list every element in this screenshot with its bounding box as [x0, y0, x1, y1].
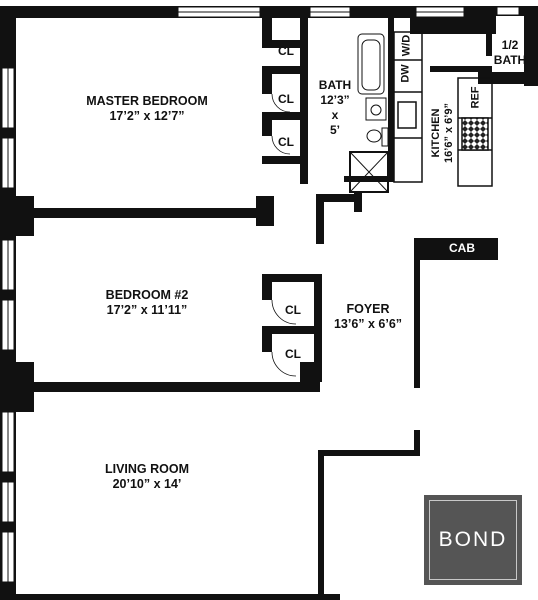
- closet-label: CL: [278, 135, 294, 149]
- refrigerator-label: REF: [469, 86, 482, 109]
- kitchen-dims: 16’6” x 6’9”: [443, 103, 455, 163]
- master-bedroom-name: MASTER BEDROOM: [86, 94, 208, 108]
- logo-border: [429, 500, 517, 580]
- room-label-living-room: LIVING ROOM 20’10” x 14’: [60, 462, 234, 492]
- room-label-bedroom2: BEDROOM #2 17’2” x 11’11”: [60, 288, 234, 318]
- door-swings: [271, 93, 297, 377]
- living-room-name: LIVING ROOM: [104, 462, 190, 476]
- kitchen-name: KITCHEN: [430, 108, 442, 158]
- room-label-bath: BATH 12’3” x 5’: [312, 78, 358, 138]
- logo-text: BOND: [438, 528, 508, 551]
- living-room-dims: 20’10” x 14’: [112, 477, 182, 491]
- half-bath-line1: 1/2: [501, 38, 519, 52]
- bath-dim1: 12’3”: [320, 93, 350, 107]
- master-bedroom-dims: 17’2” x 12’7”: [109, 109, 185, 123]
- interior-walls: [0, 14, 498, 600]
- closet-label: CL: [278, 92, 294, 106]
- windows-left: [1, 67, 15, 583]
- closet-label: CL: [285, 303, 301, 317]
- foyer-dims: 13’6” x 6’6”: [333, 317, 403, 331]
- windows-top: [177, 6, 520, 18]
- half-bath-line2: BATH: [493, 53, 527, 67]
- bath-x: x: [331, 108, 339, 122]
- kitchen-fixtures: [393, 31, 493, 187]
- room-label-master-bedroom: MASTER BEDROOM 17’2” x 12’7”: [60, 94, 234, 124]
- closet-label: CL: [278, 44, 294, 58]
- bedroom2-dims: 17’2” x 11’11”: [106, 303, 188, 317]
- bath-dim2: 5’: [329, 123, 340, 137]
- washer-dryer-label: W/D: [400, 34, 413, 57]
- bath-name: BATH: [318, 78, 352, 92]
- room-label-kitchen: KITCHEN 16’6” x 6’9”: [430, 87, 456, 179]
- room-label-half-bath: 1/2 BATH: [488, 38, 532, 68]
- room-label-foyer: FOYER 13’6” x 6’6”: [324, 302, 412, 332]
- bedroom2-name: BEDROOM #2: [105, 288, 189, 302]
- closet-label: CL: [285, 347, 301, 361]
- foyer-name: FOYER: [346, 302, 390, 316]
- bond-logo: BOND: [424, 495, 522, 585]
- bath-fixtures: [349, 33, 389, 193]
- cabinet-label: CAB: [449, 241, 475, 255]
- dishwasher-label: DW: [399, 64, 412, 83]
- cabinet: [436, 240, 496, 258]
